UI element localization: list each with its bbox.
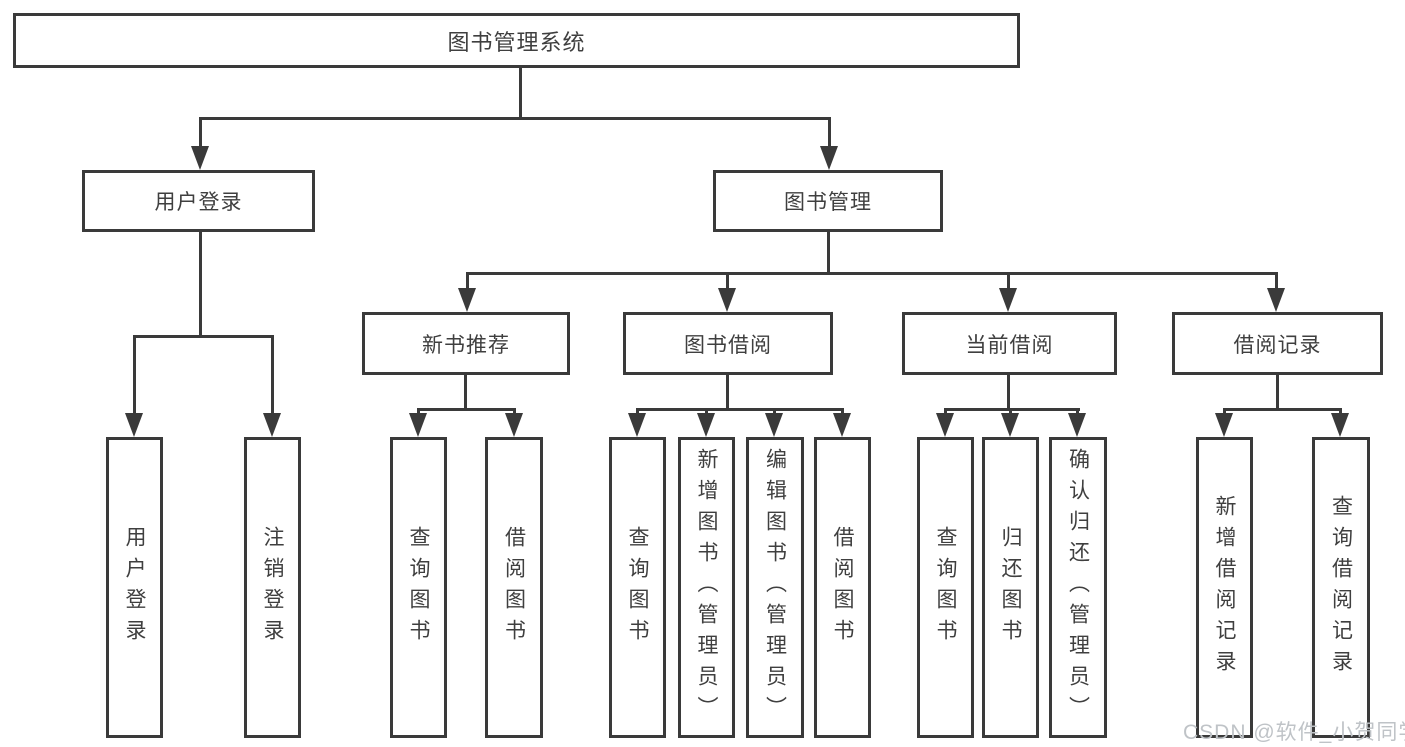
- node-user-login: 用户登录: [82, 170, 315, 232]
- node-current-borrow-label: 当前借阅: [965, 333, 1054, 357]
- leaf-borrow-books-recommend: 借阅图书: [485, 437, 543, 738]
- arrowhead-user-login: [191, 146, 209, 170]
- arrowhead-g3-leaf-3: [765, 413, 783, 437]
- connector-g5-rail: [1223, 408, 1342, 411]
- arrowhead-current-borrow: [999, 288, 1017, 312]
- leaf-query-borrow-record-label: 查询借阅记录: [1329, 494, 1353, 681]
- arrowhead-book-mgmt: [820, 146, 838, 170]
- leaf-query-books-current: 查询图书: [917, 437, 974, 738]
- arrowhead-g3-leaf-1: [628, 413, 646, 437]
- csdn-watermark: CSDN @软件_小贺同学: [1183, 721, 1405, 744]
- arrowhead-g3-leaf-4: [833, 413, 851, 437]
- node-book-borrow-label: 图书借阅: [684, 333, 772, 357]
- leaf-query-books-current-label: 查询图书: [934, 525, 957, 650]
- arrowhead-new-books: [458, 288, 476, 312]
- leaf-add-book-admin-label: 新增图书（管理员）: [695, 448, 718, 727]
- node-borrow-records: 借阅记录: [1172, 312, 1383, 375]
- node-book-management-label: 图书管理: [784, 191, 872, 214]
- connector-g3-rail: [636, 408, 844, 411]
- connector-g5-stub: [1276, 375, 1279, 411]
- node-current-borrow: 当前借阅: [902, 312, 1117, 375]
- arrowhead-g5-leaf-2: [1331, 413, 1349, 437]
- arrowhead-g5-leaf-1: [1215, 413, 1233, 437]
- arrowhead-g2-leaf-2: [505, 413, 523, 437]
- node-user-login-label: 用户登录: [154, 191, 243, 214]
- connector-drop-user-login: [199, 117, 202, 149]
- connector-root-stub: [519, 68, 522, 117]
- connector-user-login-stub: [199, 232, 202, 336]
- arrowhead-g4-leaf-2: [1001, 413, 1019, 437]
- leaf-edit-book-admin: 编辑图书（管理员）: [746, 437, 804, 738]
- arrowhead-leaf-login: [125, 413, 143, 437]
- node-new-book-recommend: 新书推荐: [362, 312, 570, 375]
- leaf-query-books-recommend-label: 查询图书: [407, 525, 430, 650]
- node-book-borrow: 图书借阅: [623, 312, 833, 375]
- node-root-label: 图书管理系统: [447, 29, 586, 55]
- connector-g3-stub: [726, 375, 729, 411]
- node-root: 图书管理系统: [13, 13, 1020, 68]
- leaf-query-borrow-record: 查询借阅记录: [1312, 437, 1370, 738]
- connector-drop-leaf-login: [133, 335, 136, 415]
- leaf-add-book-admin: 新增图书（管理员）: [678, 437, 735, 738]
- connector-drop-current-borrow: [1007, 272, 1010, 292]
- leaf-add-borrow-record: 新增借阅记录: [1196, 437, 1253, 738]
- leaf-logout: 注销登录: [244, 437, 301, 738]
- leaf-edit-book-admin-label: 编辑图书（管理员）: [763, 448, 787, 727]
- leaf-user-login: 用户登录: [106, 437, 163, 738]
- connector-user-login-rail: [133, 335, 274, 338]
- leaf-query-books-borrow: 查询图书: [609, 437, 666, 738]
- leaf-confirm-return-admin-label: 确认归还（管理员）: [1066, 448, 1090, 727]
- leaf-return-books-label: 归还图书: [999, 525, 1022, 650]
- connector-drop-new-books: [466, 272, 469, 292]
- node-new-book-recommend-label: 新书推荐: [422, 333, 510, 357]
- connector-drop-leaf-logout: [271, 335, 274, 415]
- leaf-query-books-borrow-label: 查询图书: [626, 525, 649, 650]
- arrowhead-borrow-records: [1267, 288, 1285, 312]
- connector-g2-rail: [417, 408, 516, 411]
- connector-level2-rail: [199, 117, 831, 120]
- connector-drop-book-mgmt: [828, 117, 831, 149]
- connector-book-mgmt-stub: [827, 232, 830, 274]
- leaf-logout-label: 注销登录: [261, 525, 284, 650]
- arrowhead-leaf-logout: [263, 413, 281, 437]
- leaf-borrow-books-borrow-label: 借阅图书: [831, 525, 854, 650]
- leaf-query-books-recommend: 查询图书: [390, 437, 447, 738]
- leaf-borrow-books-borrow: 借阅图书: [814, 437, 871, 738]
- arrowhead-g4-leaf-3: [1068, 413, 1086, 437]
- arrowhead-g2-leaf-1: [409, 413, 427, 437]
- connector-g4-rail: [944, 408, 1080, 411]
- connector-g4-stub: [1007, 375, 1010, 411]
- leaf-add-borrow-record-label: 新增借阅记录: [1213, 494, 1236, 681]
- leaf-return-books: 归还图书: [982, 437, 1039, 738]
- node-book-management: 图书管理: [713, 170, 943, 232]
- connector-g2-stub: [464, 375, 467, 411]
- leaf-confirm-return-admin: 确认归还（管理员）: [1049, 437, 1107, 738]
- arrowhead-g4-leaf-1: [936, 413, 954, 437]
- arrowhead-g3-leaf-2: [697, 413, 715, 437]
- connector-drop-borrow-records: [1275, 272, 1278, 292]
- connector-level3-rail: [466, 272, 1278, 275]
- connector-drop-book-borrow: [726, 272, 729, 292]
- arrowhead-book-borrow: [718, 288, 736, 312]
- leaf-borrow-books-recommend-label: 借阅图书: [502, 525, 526, 650]
- leaf-user-login-label: 用户登录: [123, 525, 146, 650]
- node-borrow-records-label: 借阅记录: [1233, 333, 1322, 357]
